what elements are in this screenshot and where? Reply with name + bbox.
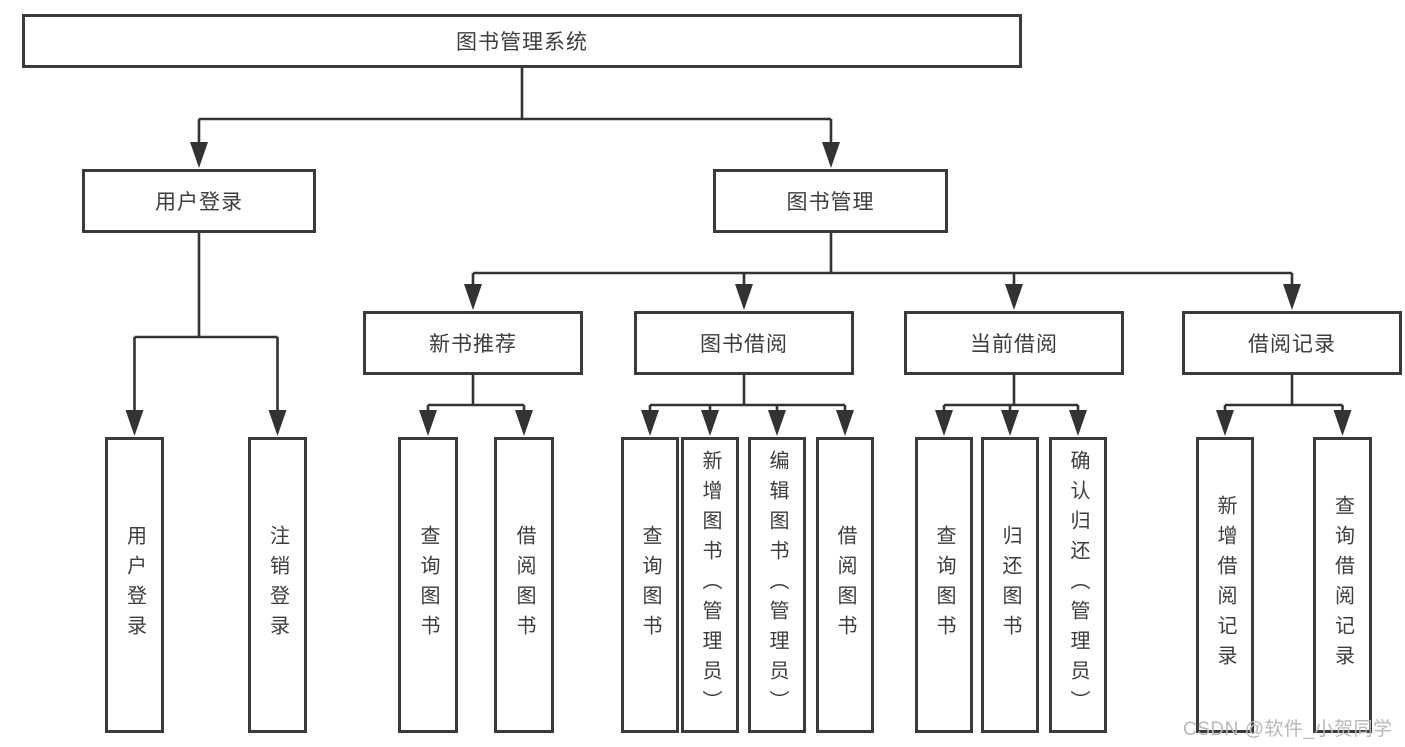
arrow-down-icon [1001, 410, 1019, 436]
arrow-down-icon [836, 410, 854, 436]
arrow-down-icon [464, 284, 482, 310]
arrow-down-icon [935, 410, 953, 436]
arrow-down-icon [768, 410, 786, 436]
arrow-down-icon [515, 410, 533, 436]
node-label: 图书借阅 [700, 333, 788, 356]
leaf-borrow-books-recommend: 借阅图书 [494, 437, 554, 733]
leaf-label: 注销登录 [266, 525, 289, 645]
node-label: 借阅记录 [1248, 333, 1336, 356]
node-current-borrowing: 当前借阅 [904, 311, 1124, 375]
leaf-label: 查询图书 [417, 525, 439, 645]
leaf-query-books-borrow: 查询图书 [621, 437, 679, 733]
leaf-query-books-recommend: 查询图书 [398, 437, 458, 733]
arrow-down-icon [1283, 284, 1301, 310]
leaf-query-borrow-record: 查询借阅记录 [1313, 437, 1372, 733]
leaf-label: 用户登录 [123, 525, 146, 645]
arrow-down-icon [1069, 410, 1087, 436]
leaf-label: 查询图书 [639, 525, 661, 645]
arrow-down-icon [822, 142, 840, 168]
leaf-label: 编辑图书（管理员） [766, 450, 788, 720]
leaf-add-borrow-record: 新增借阅记录 [1196, 437, 1254, 733]
leaf-query-books-current: 查询图书 [915, 437, 973, 733]
leaf-label: 归还图书 [999, 525, 1021, 645]
arrow-down-icon [1005, 284, 1023, 310]
node-book-management: 图书管理 [713, 169, 948, 233]
node-label: 用户登录 [155, 191, 243, 214]
arrow-down-icon [190, 142, 208, 168]
leaf-label: 查询图书 [933, 525, 955, 645]
leaf-label: 新增借阅记录 [1214, 495, 1236, 675]
node-book-borrowing: 图书借阅 [634, 311, 854, 375]
node-borrowing-records: 借阅记录 [1182, 311, 1402, 375]
node-label: 图书管理系统 [456, 31, 588, 54]
node-label: 新书推荐 [429, 333, 517, 356]
leaf-edit-book-admin: 编辑图书（管理员） [748, 437, 806, 733]
leaf-label: 确认归还（管理员） [1067, 450, 1089, 720]
leaf-logout: 注销登录 [248, 437, 307, 733]
arrow-down-icon [1216, 410, 1234, 436]
arrow-down-icon [1333, 410, 1352, 436]
node-new-book-recommend: 新书推荐 [363, 311, 583, 375]
leaf-label: 查询借阅记录 [1331, 495, 1354, 675]
leaf-add-book-admin: 新增图书（管理员） [681, 437, 739, 733]
arrow-down-icon [735, 284, 753, 310]
node-label: 图书管理 [786, 191, 875, 214]
leaf-label: 借阅图书 [834, 525, 856, 645]
watermark-text: CSDN @软件_小贺同学 [1183, 719, 1393, 740]
arrow-down-icon [268, 410, 287, 436]
leaf-return-book: 归还图书 [981, 437, 1039, 733]
leaf-borrow-books: 借阅图书 [816, 437, 874, 733]
leaf-confirm-return-admin: 确认归还（管理员） [1049, 437, 1107, 733]
node-label: 当前借阅 [970, 333, 1058, 356]
leaf-user-login: 用户登录 [105, 437, 164, 733]
leaf-label: 借阅图书 [513, 525, 535, 645]
node-user-login: 用户登录 [82, 169, 316, 233]
arrow-down-icon [641, 410, 659, 436]
arrow-down-icon [701, 410, 719, 436]
arrow-down-icon [125, 410, 144, 436]
arrow-down-icon [419, 410, 437, 436]
node-root-system: 图书管理系统 [22, 14, 1022, 68]
leaf-label: 新增图书（管理员） [699, 450, 721, 720]
